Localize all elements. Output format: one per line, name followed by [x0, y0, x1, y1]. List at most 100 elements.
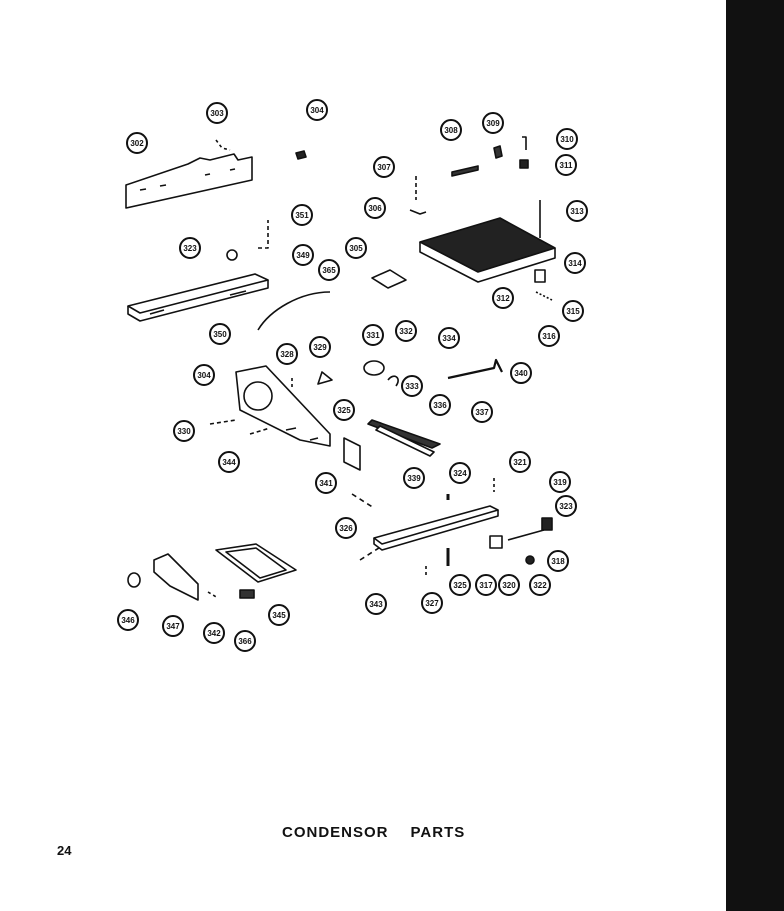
- callout-label: 330: [177, 427, 191, 436]
- part-306-clip: [409, 209, 427, 215]
- callout-circle: [556, 128, 578, 150]
- callout-label: 365: [322, 266, 336, 275]
- part-310-bolt: [522, 136, 527, 150]
- callout-346: 346: [117, 609, 139, 631]
- callout-circle: [306, 99, 328, 121]
- part-340-tube: [447, 358, 503, 380]
- callout-circle: [179, 237, 201, 259]
- callout-label: 315: [566, 307, 580, 316]
- callout-label: 307: [377, 163, 391, 172]
- callout-label: 317: [479, 581, 493, 590]
- callout-label: 306: [368, 204, 382, 213]
- callout-circle: [562, 300, 584, 322]
- callout-circle: [333, 399, 355, 421]
- part-303-screw: [215, 139, 231, 151]
- callout-340: 340: [510, 362, 532, 384]
- callout-339: 339: [403, 467, 425, 489]
- callout-label: 344: [222, 458, 236, 467]
- callout-circle: [403, 467, 425, 489]
- callout-label: 321: [513, 458, 527, 467]
- callout-label: 308: [444, 126, 458, 135]
- part-329-fan-blade: [317, 371, 333, 385]
- callout-circle: [471, 401, 493, 423]
- callout-label: 325: [453, 581, 467, 590]
- part-311-nut: [519, 159, 529, 169]
- callout-341: 341: [315, 472, 337, 494]
- callout-circle: [547, 550, 569, 572]
- callout-326: 326: [335, 517, 357, 539]
- callout-label: 334: [442, 334, 456, 343]
- callout-label: 349: [296, 251, 310, 260]
- callout-350: 350: [209, 323, 231, 345]
- callout-circle: [529, 574, 551, 596]
- part-342-screw: [207, 591, 219, 599]
- callout-label: 331: [366, 331, 380, 340]
- callout-label: 310: [560, 135, 574, 144]
- callout-label: 318: [551, 557, 565, 566]
- part-309-fitting: [493, 145, 503, 159]
- part-333-bracket: [387, 375, 399, 387]
- callout-circle: [566, 200, 588, 222]
- callout-circle: [234, 630, 256, 652]
- callout-label: 302: [130, 139, 144, 148]
- callout-label: 322: [533, 581, 547, 590]
- part-347-bracket: [153, 553, 199, 601]
- callout-circle: [509, 451, 531, 473]
- callout-label: 340: [514, 369, 528, 378]
- part-320-block: [489, 535, 503, 549]
- callout-circle: [365, 593, 387, 615]
- part-322-nut: [525, 555, 535, 565]
- callout-label: 303: [210, 109, 224, 118]
- callout-325: 325: [449, 574, 471, 596]
- part-308-tube: [451, 165, 479, 177]
- callout-circle: [429, 394, 451, 416]
- callout-circle: [510, 362, 532, 384]
- callout-label: 350: [213, 330, 227, 339]
- callout-circle: [492, 287, 514, 309]
- callout-307: 307: [373, 156, 395, 178]
- callout-label: 320: [502, 581, 516, 590]
- callout-317: 317: [475, 574, 497, 596]
- callout-328: 328: [276, 343, 298, 365]
- callout-label: 323: [183, 244, 197, 253]
- callout-315: 315: [562, 300, 584, 322]
- callout-325: 325: [333, 399, 355, 421]
- callout-circle: [345, 237, 367, 259]
- callout-circle: [173, 420, 195, 442]
- callout-365: 365: [318, 259, 340, 281]
- callout-circle: [117, 609, 139, 631]
- callout-circle: [440, 119, 462, 141]
- callout-label: 304: [310, 106, 324, 115]
- callout-label: 346: [121, 616, 135, 625]
- callout-label: 313: [570, 207, 584, 216]
- part-323-roller: [541, 517, 553, 531]
- callout-circle: [268, 604, 290, 626]
- part-346-cap: [127, 572, 141, 588]
- callout-343: 343: [365, 593, 387, 615]
- callout-label: 304: [197, 371, 211, 380]
- callout-circle: [438, 327, 460, 349]
- callout-309: 309: [482, 112, 504, 134]
- callout-circle: [373, 156, 395, 178]
- callout-circle: [162, 615, 184, 637]
- callout-circle: [498, 574, 520, 596]
- callout-327: 327: [421, 592, 443, 614]
- callout-label: 347: [166, 622, 180, 631]
- part-338-rail: [375, 425, 435, 457]
- callout-319: 319: [549, 471, 571, 493]
- callout-circle: [318, 259, 340, 281]
- callout-label: 328: [280, 350, 294, 359]
- part-344-dashes: [249, 427, 271, 435]
- callout-321: 321: [509, 451, 531, 473]
- part-314-spacer: [534, 269, 546, 283]
- callout-circle: [203, 622, 225, 644]
- callout-label: 336: [433, 401, 447, 410]
- part-366-pad: [239, 589, 255, 599]
- callout-305: 305: [345, 237, 367, 259]
- callout-304: 304: [306, 99, 328, 121]
- callout-circle: [206, 102, 228, 124]
- callout-308: 308: [440, 119, 462, 141]
- callout-310: 310: [556, 128, 578, 150]
